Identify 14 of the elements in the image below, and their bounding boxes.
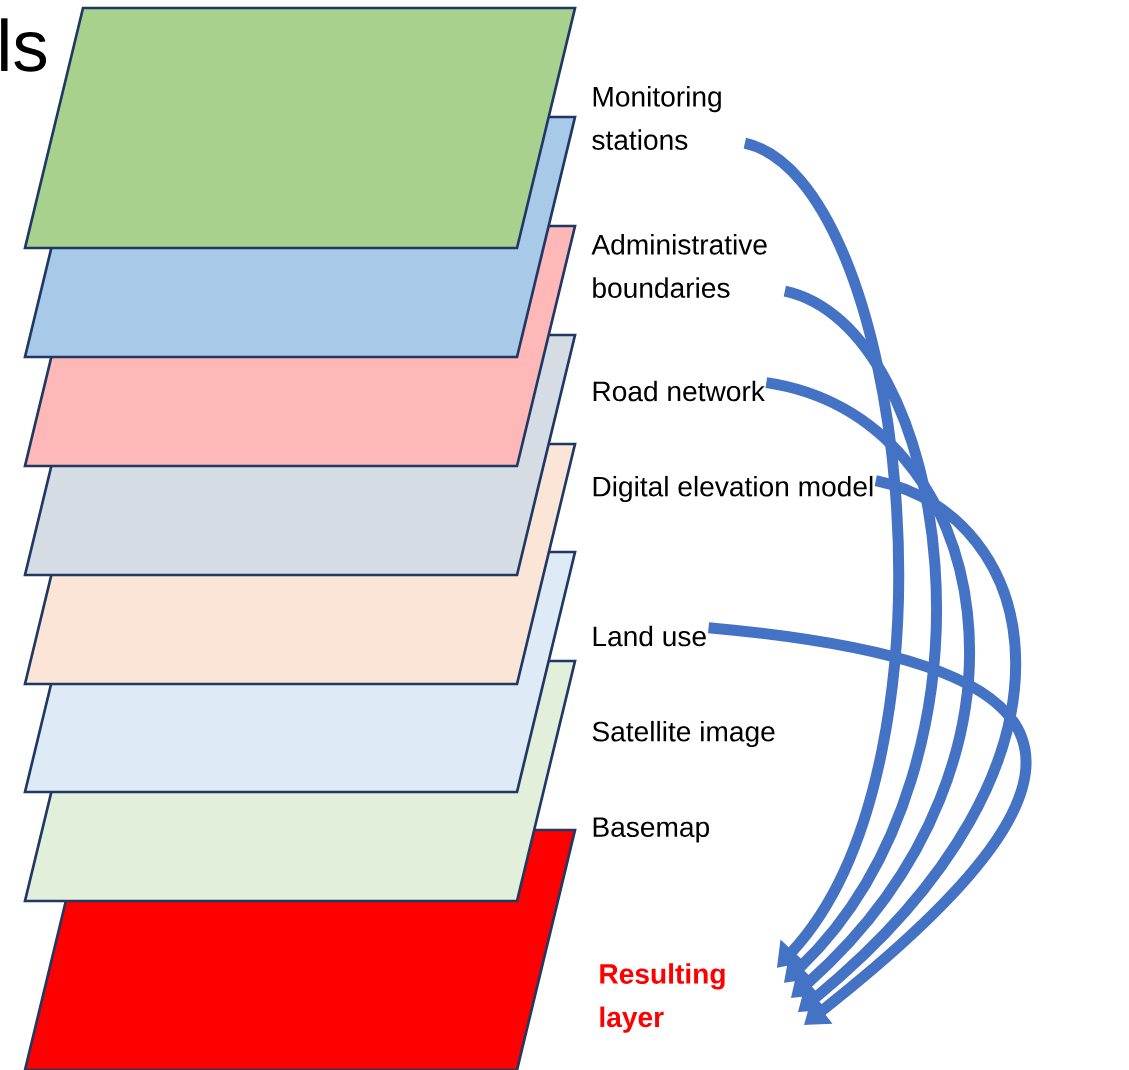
layer-label: Basemap [593,817,709,843]
heading-text: ls [1,18,47,72]
curved-arrow [782,286,942,983]
curved-arrow [798,475,1021,1012]
curved-arrow [707,622,1031,1025]
layer-label: Satellite image [592,720,775,748]
layer-label: Land use [593,625,706,647]
curved-arrow [742,138,905,968]
curved-arrow [764,377,975,998]
layer-label: Resulting layer [600,963,725,1033]
layer-label: Monitoring stations [592,86,721,150]
layer-label: Digital elevation model [593,475,873,503]
layer-label: Administrative boundaries [591,234,767,298]
layer-label: Road network [593,380,765,402]
